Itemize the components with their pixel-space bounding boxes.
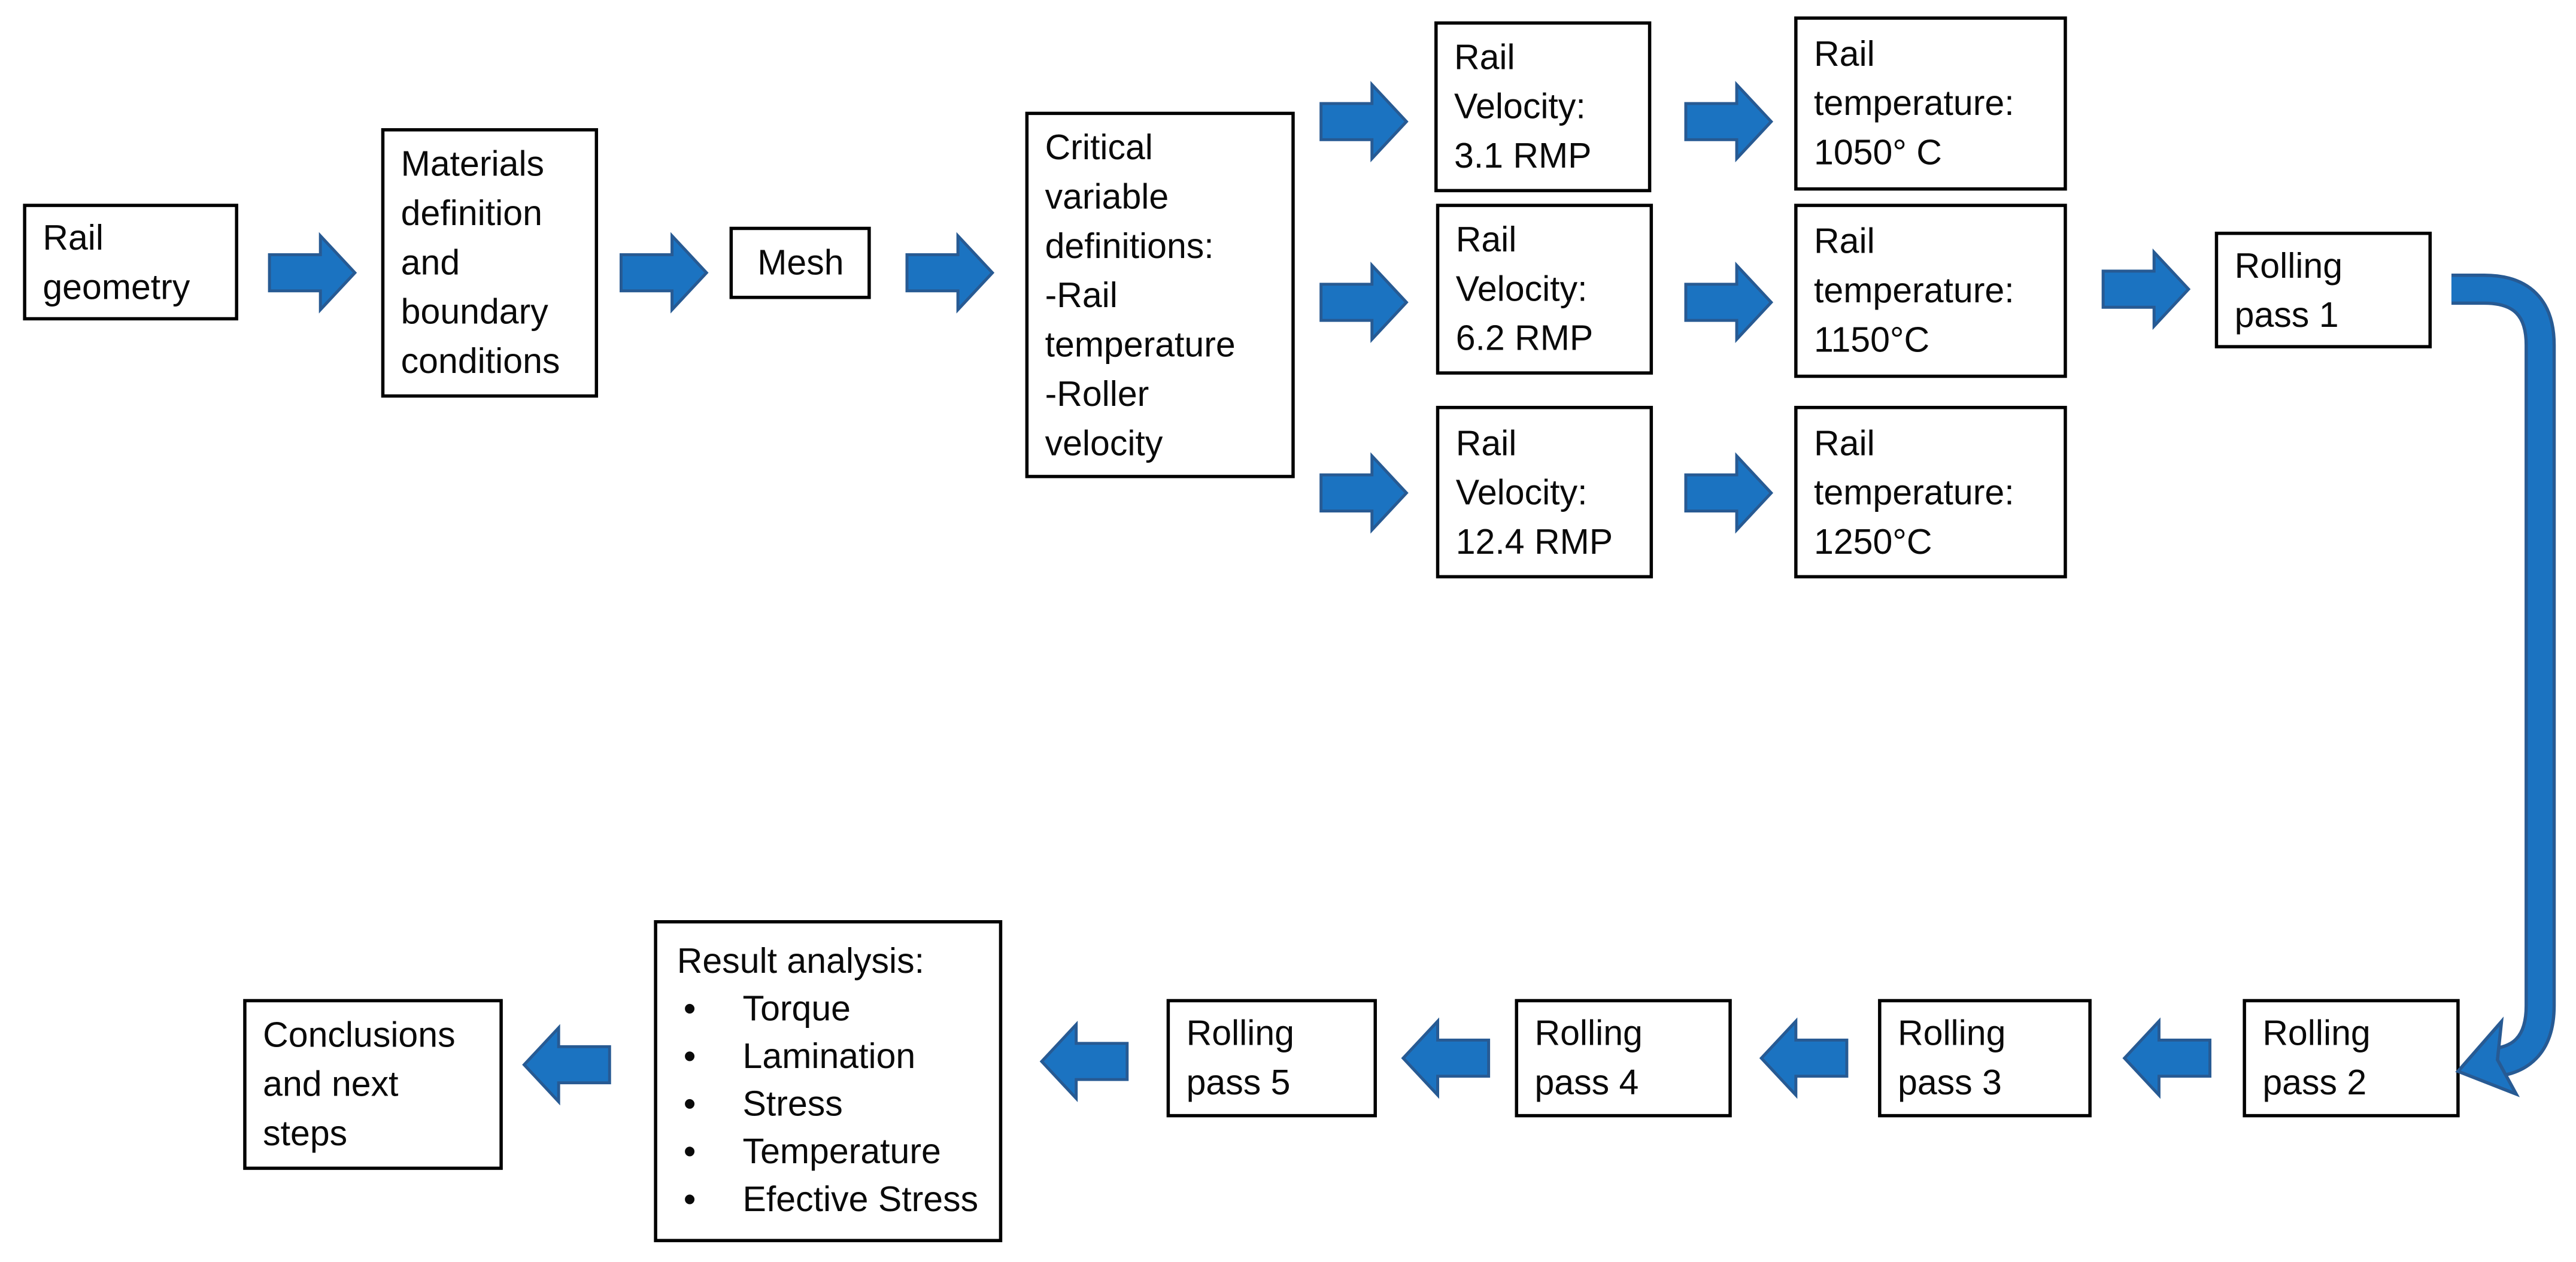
node-label: Rail Velocity: 12.4 RMP — [1455, 423, 1613, 562]
bullet-icon: • — [683, 1179, 696, 1219]
bullet-label: Temperature — [742, 1132, 941, 1172]
arrow-left-icon — [1759, 1017, 1849, 1099]
node-label: Rail temperature: 1250°C — [1814, 423, 2014, 562]
node-rail-velocity-3-1: Rail Velocity: 3.1 RMP — [1434, 21, 1652, 193]
arrow-right-icon — [1684, 452, 1774, 534]
arrow-right-icon — [619, 232, 709, 314]
arrow-left-icon — [1039, 1020, 1129, 1103]
bullet-item: • Temperature — [657, 1129, 999, 1177]
node-label: Rolling pass 3 — [1898, 1014, 2006, 1103]
arrow-left-icon — [1401, 1017, 1491, 1099]
bullet-icon: • — [683, 1132, 696, 1172]
node-rolling-pass-4: Rolling pass 4 — [1515, 999, 1732, 1118]
node-label: Materials definition and boundary condit… — [400, 144, 560, 381]
node-label: Rail Velocity: 3.1 RMP — [1454, 38, 1592, 176]
node-rolling-pass-2: Rolling pass 2 — [2243, 999, 2460, 1118]
node-materials-definition: Materials definition and boundary condit… — [381, 128, 599, 398]
arrow-right-icon — [2101, 248, 2191, 330]
bullet-label: Lamination — [742, 1036, 916, 1076]
arrow-right-icon — [1319, 452, 1409, 534]
node-rail-temperature-1150: Rail temperature: 1150°C — [1794, 204, 2067, 378]
node-label: Rail Velocity: 6.2 RMP — [1455, 220, 1594, 359]
node-rolling-pass-1: Rolling pass 1 — [2214, 231, 2432, 348]
node-mesh: Mesh — [729, 226, 871, 299]
node-rolling-pass-3: Rolling pass 3 — [1878, 999, 2092, 1118]
node-rolling-pass-5: Rolling pass 5 — [1166, 999, 1377, 1118]
node-rail-temperature-1250: Rail temperature: 1250°C — [1794, 405, 2067, 579]
node-label: Rail geometry — [43, 217, 190, 307]
node-conclusions: Conclusions and next steps — [243, 999, 503, 1170]
bullet-icon: • — [683, 1036, 696, 1076]
node-label: Rolling pass 5 — [1186, 1014, 1295, 1103]
bullet-item: • Stress — [657, 1081, 999, 1129]
bullet-item: • Efective Stress — [657, 1176, 999, 1224]
arrow-right-icon — [1684, 261, 1774, 344]
arrow-right-icon — [1319, 261, 1409, 344]
bullet-label: Stress — [742, 1084, 843, 1124]
arrow-right-icon — [268, 232, 357, 314]
node-label: Critical variable definitions: -Rail tem… — [1045, 127, 1236, 463]
bullet-icon: • — [683, 989, 696, 1029]
node-critical-variable-definitions: Critical variable definitions: -Rail tem… — [1025, 111, 1295, 478]
result-analysis-title: Result analysis: — [676, 941, 925, 981]
node-rail-velocity-6-2: Rail Velocity: 6.2 RMP — [1436, 204, 1653, 375]
arrow-left-icon — [2122, 1017, 2211, 1099]
bullet-item: • Torque — [657, 986, 999, 1034]
bullet-item: • Lamination — [657, 1033, 999, 1081]
bullet-label: Efective Stress — [742, 1179, 979, 1219]
node-rail-geometry: Rail geometry — [23, 204, 238, 321]
node-label: Rolling pass 2 — [2262, 1014, 2371, 1103]
arrow-left-icon — [522, 1024, 611, 1106]
node-result-analysis: Result analysis: • Torque • Lamination •… — [654, 920, 1003, 1242]
bullet-icon: • — [683, 1084, 696, 1124]
node-rail-temperature-1050: Rail temperature: 1050° C — [1794, 16, 2067, 191]
node-label: Conclusions and next steps — [263, 1015, 456, 1154]
node-label: Rolling pass 1 — [2234, 245, 2343, 335]
bullet-label: Torque — [742, 989, 851, 1029]
node-label: Rolling pass 4 — [1534, 1014, 1643, 1103]
arrow-right-icon — [1684, 81, 1774, 163]
node-label: Rail temperature: 1050° C — [1814, 34, 2014, 173]
node-label: Mesh — [757, 243, 844, 283]
node-label: Rail temperature: 1150°C — [1814, 222, 2014, 360]
node-rail-velocity-12-4: Rail Velocity: 12.4 RMP — [1436, 405, 1653, 579]
arrow-right-icon — [905, 232, 995, 314]
arrow-right-icon — [1319, 81, 1409, 163]
